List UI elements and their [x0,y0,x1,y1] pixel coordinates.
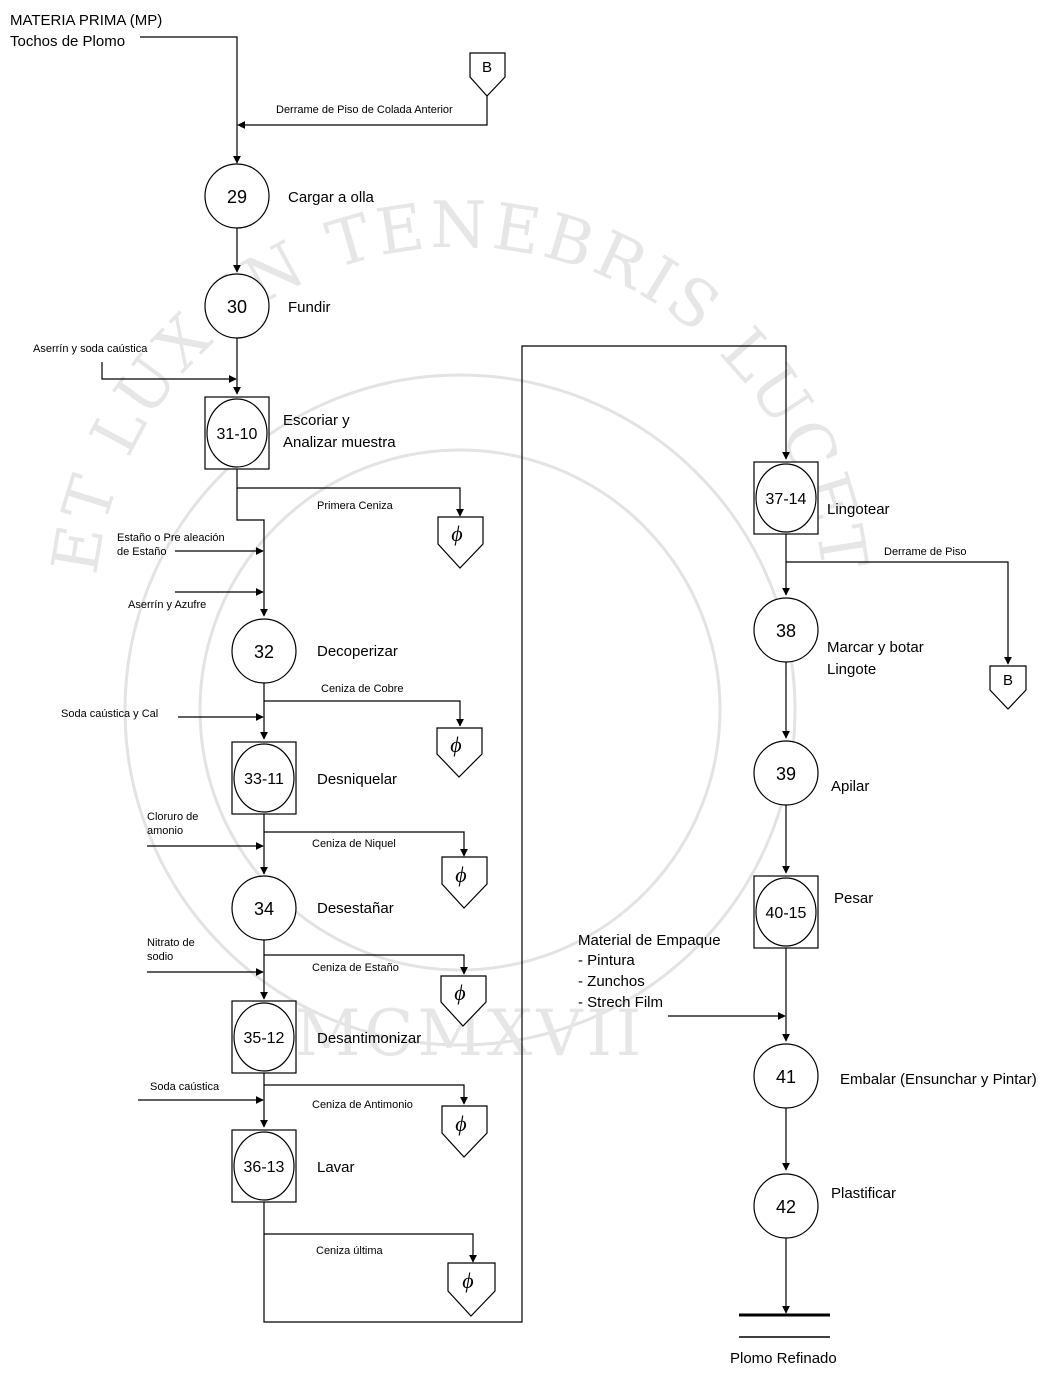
step-label-line2: Analizar muestra [283,434,396,451]
step-number: 36-13 [244,1159,285,1176]
step-number: 40-15 [766,905,807,922]
step-label: Desniquelar [317,771,397,788]
step-label: Fundir [288,299,331,316]
output-label: Derrame de Piso [884,546,967,558]
ash-storage-icon: ϕ [455,862,466,887]
packaging-item: - Pintura [578,952,635,969]
step-number: 33-11 [244,771,284,788]
connector-b-label: B [482,59,492,76]
combined-activity-37-14: 37-14 Lingotear [753,461,890,535]
operation-34: 34 Desestañar [231,875,394,941]
input-label: Nitrato de [147,937,195,949]
output-label: Primera Ceniza [317,500,394,512]
step-number: 31-10 [217,426,258,443]
operation-30: 30 Fundir [204,273,331,339]
final-product-label: Plomo Refinado [730,1350,837,1367]
step-number: 32 [254,642,274,662]
output-label: Ceniza de Niquel [312,838,396,850]
output-ceniza-cobre: Ceniza de Cobre ϕ [264,683,483,778]
step-label: Decoperizar [317,643,398,660]
raw-material-label: MATERIA PRIMA (MP) [10,12,162,29]
step-number: 29 [227,187,247,207]
transfer-connector-line [263,345,790,1323]
step-label: Desestañar [317,900,394,917]
input-label: Aserrín y soda caústica [33,343,148,355]
input-label: Estaño o Pre aleación [117,532,225,544]
input-sawdust-sulfur: Aserrín y Azufre [128,588,264,611]
step-label: Cargar a olla [288,189,375,206]
step-number: 30 [227,297,247,317]
input-label: Aserrín y Azufre [128,599,206,611]
combined-activity-33-11: 33-11 Desniquelar [231,741,397,815]
input-tin-alloy: Estaño o Pre aleación de Estaño [117,532,264,558]
output-primera-ceniza: Primera Ceniza ϕ [236,469,484,569]
ash-storage-icon: ϕ [462,1268,473,1293]
step-label: Escoriar y [283,412,350,429]
step-number: 35-12 [244,1030,285,1047]
packaging-item: - Zunchos [578,973,645,990]
step-label: Plastificar [831,1185,896,1202]
input-sodium-nitrate: Nitrato de sodio [147,937,264,976]
connector-b-bottom: B [989,665,1027,710]
ash-storage-icon: ϕ [450,732,461,757]
input-label-line2: sodio [147,951,173,963]
output-ceniza-ultima: Ceniza última ϕ [263,1202,496,1317]
raw-material-input: MATERIA PRIMA (MP) Tochos de Plomo [10,12,241,164]
operation-32: 32 Decoperizar [231,618,398,684]
input-label: Soda caústica y Cal [61,708,158,720]
combined-activity-36-13: 36-13 Lavar [231,1129,355,1203]
input-caustic-soda: Soda caústica [138,1081,264,1104]
step-number: 38 [776,621,796,641]
output-label: Ceniza de Cobre [321,683,404,695]
operation-38: 38 Marcar y botar Lingote [753,597,924,678]
step-label: Apilar [831,778,869,795]
output-ceniza-estano: Ceniza de Estaño ϕ [264,954,487,1027]
floor-spill-previous-label: Derrame de Piso de Colada Anterior [276,104,453,116]
step-label-line2: Lingote [827,661,876,678]
output-label: Ceniza última [316,1245,384,1257]
connector-b-label: B [1003,672,1013,689]
input-sawdust-soda: Aserrín y soda caústica [33,343,237,383]
step-label: Marcar y botar [827,639,924,656]
input-packaging-material: Material de Empaque - Pintura - Zunchos … [578,932,786,1020]
operation-29: 29 Cargar a olla [204,163,375,229]
operation-41: 41 Embalar (Ensunchar y Pintar) [753,1043,1037,1109]
input-label-line2: de Estaño [117,546,167,558]
step-label: Pesar [834,890,873,907]
connector-b-top: B Derrame de Piso de Colada Anterior [237,52,506,129]
ash-storage-icon: ϕ [454,980,465,1005]
input-label: Material de Empaque [578,932,721,949]
step-label: Embalar (Ensunchar y Pintar) [840,1071,1037,1088]
output-derrame-piso: Derrame de Piso [786,546,1012,665]
packaging-item: - Strech Film [578,994,663,1011]
output-ceniza-niquel: Ceniza de Niquel ϕ [264,831,488,909]
step-number: 37-14 [766,491,807,508]
input-ammonium-chloride: Cloruro de amonio [147,811,264,850]
raw-material-sublabel: Tochos de Plomo [10,33,125,50]
operation-39: 39 Apilar [753,740,869,806]
combined-activity-31-10: 31-10 Escoriar y Analizar muestra [204,396,396,470]
step-number: 41 [776,1067,796,1087]
input-label: Soda caústica [150,1081,220,1093]
step-number: 34 [254,899,274,919]
input-label: Cloruro de [147,811,198,823]
output-label: Ceniza de Estaño [312,962,399,974]
final-product: Plomo Refinado [730,1313,837,1367]
combined-activity-35-12: 35-12 Desantimonizar [231,1000,421,1074]
step-label: Desantimonizar [317,1030,421,1047]
ash-storage-icon: ϕ [455,1111,466,1136]
step-number: 39 [776,764,796,784]
step-number: 42 [776,1197,796,1217]
combined-activity-40-15: 40-15 Pesar [753,875,873,949]
step-label: Lingotear [827,501,890,518]
operation-42: 42 Plastificar [753,1173,896,1239]
ash-storage-icon: ϕ [451,521,462,546]
input-soda-lime: Soda caústica y Cal [61,708,264,721]
input-label-line2: amonio [147,825,183,837]
step-label: Lavar [317,1159,355,1176]
output-ceniza-antimonio: Ceniza de Antimonio ϕ [264,1084,488,1158]
output-label: Ceniza de Antimonio [312,1099,413,1111]
